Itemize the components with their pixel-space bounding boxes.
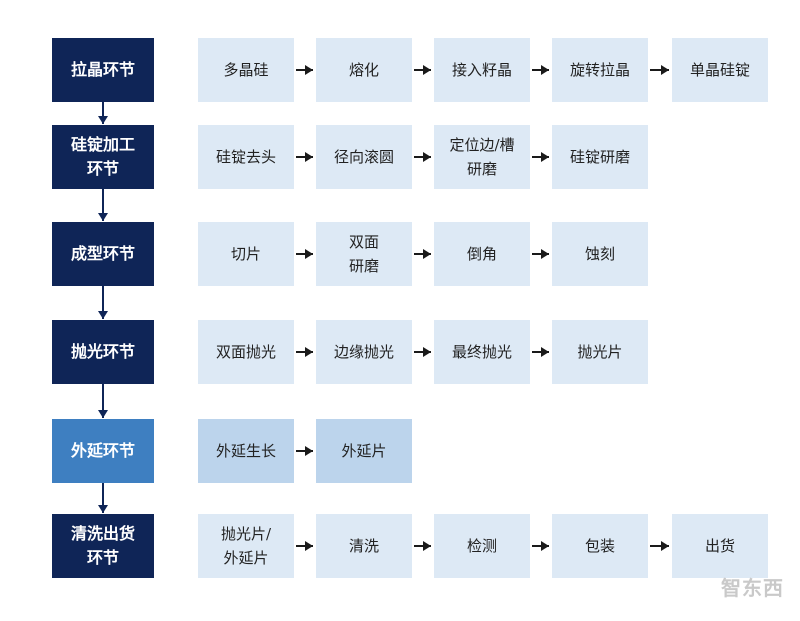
step-box: 最终抛光 xyxy=(434,320,530,384)
step-box: 抛光片 xyxy=(552,320,648,384)
flow-arrow-head xyxy=(541,152,549,162)
stage-connector-head xyxy=(98,116,108,124)
flow-arrow-head xyxy=(423,152,431,162)
step-box: 出货 xyxy=(672,514,768,578)
step-box: 倒角 xyxy=(434,222,530,286)
flow-arrow-head xyxy=(305,446,313,456)
step-box: 双面研磨 xyxy=(316,222,412,286)
stage-box: 外延环节 xyxy=(52,419,154,483)
stage-box: 清洗出货环节 xyxy=(52,514,154,578)
flow-arrow-head xyxy=(305,249,313,259)
flow-arrow-head xyxy=(423,347,431,357)
stage-connector-head xyxy=(98,213,108,221)
step-box: 多晶硅 xyxy=(198,38,294,102)
step-box: 外延生长 xyxy=(198,419,294,483)
flow-arrow-head xyxy=(541,541,549,551)
step-box: 定位边/槽研磨 xyxy=(434,125,530,189)
flow-arrow-head xyxy=(305,541,313,551)
step-box: 双面抛光 xyxy=(198,320,294,384)
step-box: 硅锭去头 xyxy=(198,125,294,189)
step-box: 包装 xyxy=(552,514,648,578)
step-box: 边缘抛光 xyxy=(316,320,412,384)
step-box: 旋转拉晶 xyxy=(552,38,648,102)
flow-arrow-head xyxy=(541,347,549,357)
step-box: 外延片 xyxy=(316,419,412,483)
step-box: 切片 xyxy=(198,222,294,286)
flow-arrow-head xyxy=(541,249,549,259)
step-box: 径向滚圆 xyxy=(316,125,412,189)
flow-arrow-head xyxy=(305,152,313,162)
step-box: 单晶硅锭 xyxy=(672,38,768,102)
stage-connector-head xyxy=(98,410,108,418)
stage-box: 成型环节 xyxy=(52,222,154,286)
step-box: 接入籽晶 xyxy=(434,38,530,102)
flow-arrow-head xyxy=(661,65,669,75)
step-box: 硅锭研磨 xyxy=(552,125,648,189)
step-box: 蚀刻 xyxy=(552,222,648,286)
flow-arrow-head xyxy=(423,65,431,75)
watermark-logo: 智东西 xyxy=(721,576,784,600)
flow-arrow-head xyxy=(305,65,313,75)
step-box: 抛光片/外延片 xyxy=(198,514,294,578)
flow-arrow-head xyxy=(661,541,669,551)
flow-arrow-head xyxy=(541,65,549,75)
stage-connector-head xyxy=(98,311,108,319)
flow-arrow-head xyxy=(305,347,313,357)
flow-arrow-head xyxy=(423,541,431,551)
stage-box: 硅锭加工环节 xyxy=(52,125,154,189)
step-box: 清洗 xyxy=(316,514,412,578)
step-box: 熔化 xyxy=(316,38,412,102)
stage-connector-head xyxy=(98,505,108,513)
step-box: 检测 xyxy=(434,514,530,578)
stage-box: 拉晶环节 xyxy=(52,38,154,102)
stage-box: 抛光环节 xyxy=(52,320,154,384)
flow-arrow-head xyxy=(423,249,431,259)
